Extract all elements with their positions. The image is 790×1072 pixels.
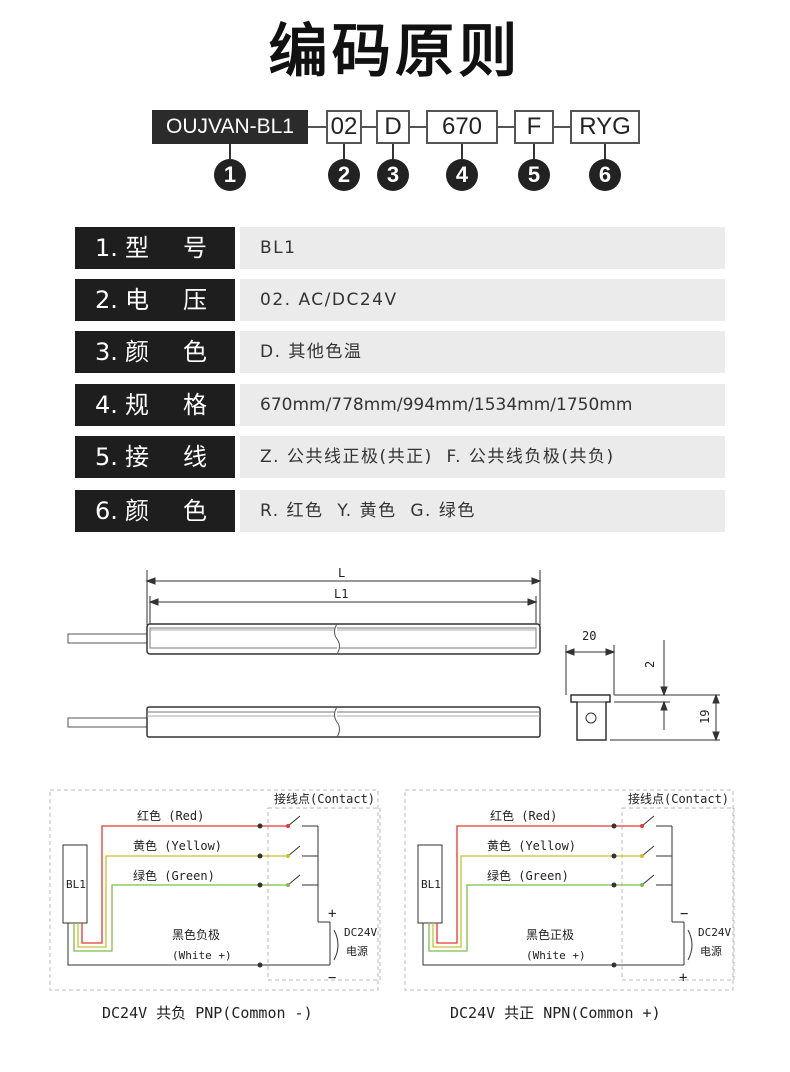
- code-part-color-temp: D: [376, 110, 410, 144]
- npn-caption: DC24V 共正 NPN(Common +): [450, 1004, 661, 1022]
- code-part-model: OUJVAN-BL1: [152, 110, 308, 144]
- code-number-6: 6: [589, 159, 621, 191]
- code-number-4: 4: [446, 159, 478, 191]
- pnp-contact-label: 接线点(Contact): [274, 791, 375, 806]
- pnp-minus-sign: −: [328, 970, 336, 986]
- npn-device-label: BL1: [421, 878, 441, 891]
- spec-row-colors: 6. 颜 色 R. 红色 Y. 黄色 G. 绿色: [75, 490, 725, 532]
- pnp-wiring-diagram: [49, 789, 381, 991]
- pnp-caption: DC24V 共负 PNP(Common -): [102, 1004, 313, 1022]
- spec-char: 压: [183, 286, 207, 314]
- spec-label: 1. 型 号: [75, 227, 235, 269]
- spec-value: 02. AC/DC24V: [240, 279, 725, 321]
- code-number-1: 1: [214, 159, 246, 191]
- dimension-gap-label: 2: [643, 661, 657, 668]
- code-dash: [410, 126, 426, 128]
- pnp-black-label: 黑色负极: [172, 928, 220, 942]
- spec-char: 颜: [125, 497, 149, 525]
- code-part-colors: RYG: [570, 110, 640, 144]
- spec-number: 2.: [95, 286, 118, 314]
- code-dash: [498, 126, 514, 128]
- spec-row-size: 4. 规 格 670mm/778mm/994mm/1534mm/1750mm: [75, 384, 725, 426]
- spec-label: 6. 颜 色: [75, 490, 235, 532]
- code-number-2: 2: [328, 159, 360, 191]
- spec-label: 5. 接 线: [75, 436, 235, 478]
- spec-label: 2. 电 压: [75, 279, 235, 321]
- pnp-green-label: 绿色 (Green): [133, 868, 215, 883]
- pnp-yellow-label: 黄色 (Yellow): [133, 839, 222, 853]
- spec-char: 颜: [125, 338, 149, 366]
- dimension-width-label: 20: [582, 629, 596, 643]
- dimension-height-label: 19: [698, 710, 712, 724]
- code-part-length: 670: [426, 110, 498, 144]
- spec-char: 色: [183, 497, 207, 525]
- npn-contact-label: 接线点(Contact): [628, 791, 729, 806]
- cross-section: [564, 640, 720, 742]
- dimension-l1: [148, 596, 538, 624]
- npn-white-label: (White +): [526, 949, 586, 962]
- spec-number: 3.: [95, 338, 118, 366]
- pnp-red-label: 红色 (Red): [137, 808, 204, 823]
- spec-label: 3. 颜 色: [75, 331, 235, 373]
- npn-green-label: 绿色 (Green): [487, 868, 569, 883]
- dimension-l: [145, 570, 542, 625]
- npn-power-voltage: DC24V: [698, 926, 731, 939]
- light-bar-top-view: [67, 623, 541, 655]
- page-title: 编码原则: [268, 17, 522, 85]
- spec-value: BL1: [240, 227, 725, 269]
- spec-value: Z. 公共线正极(共正) F. 公共线负极(共负): [240, 436, 725, 478]
- spec-number: 6.: [95, 497, 118, 525]
- code-connector: [343, 144, 345, 159]
- spec-value: D. 其他色温: [240, 331, 725, 373]
- pnp-power-voltage: DC24V: [344, 926, 377, 939]
- code-number-5: 5: [518, 159, 550, 191]
- spec-char: 线: [183, 443, 207, 471]
- npn-yellow-label: 黄色 (Yellow): [487, 839, 576, 853]
- spec-number: 4.: [95, 391, 118, 419]
- spec-row-voltage: 2. 电 压 02. AC/DC24V: [75, 279, 725, 321]
- spec-row-model: 1. 型 号 BL1: [75, 227, 725, 269]
- spec-row-wiring: 5. 接 线 Z. 公共线正极(共正) F. 公共线负极(共负): [75, 436, 725, 478]
- code-connector: [392, 144, 394, 159]
- pnp-power-label: 电源: [346, 944, 368, 958]
- dimension-l-label: L: [338, 566, 345, 580]
- npn-power-label: 电源: [700, 944, 722, 958]
- code-part-wiring: F: [514, 110, 554, 144]
- spec-char: 型: [125, 234, 149, 262]
- dimension-l1-label: L1: [334, 587, 348, 601]
- spec-number: 1.: [95, 234, 118, 262]
- spec-row-color-temp: 3. 颜 色 D. 其他色温: [75, 331, 725, 373]
- pnp-device-label: BL1: [66, 878, 86, 891]
- spec-char: 格: [183, 391, 207, 419]
- spec-label: 4. 规 格: [75, 384, 235, 426]
- spec-value: 670mm/778mm/994mm/1534mm/1750mm: [240, 384, 725, 426]
- spec-char: 规: [125, 391, 149, 419]
- code-connector: [229, 144, 231, 159]
- npn-wiring-diagram: [404, 789, 735, 991]
- npn-red-label: 红色 (Red): [490, 808, 557, 823]
- spec-char: 号: [183, 234, 207, 262]
- spec-number: 5.: [95, 443, 118, 471]
- npn-minus-sign: −: [680, 906, 688, 922]
- spec-value: R. 红色 Y. 黄色 G. 绿色: [240, 490, 725, 532]
- code-number-3: 3: [377, 159, 409, 191]
- code-part-voltage: 02: [326, 110, 362, 144]
- spec-char: 接: [125, 443, 149, 471]
- spec-char: 色: [183, 338, 207, 366]
- light-bar-side-view: [67, 706, 541, 738]
- npn-black-label: 黑色正极: [526, 928, 574, 942]
- code-dash: [308, 126, 326, 128]
- code-connector: [604, 144, 606, 159]
- code-dash: [554, 126, 570, 128]
- pnp-plus-sign: +: [328, 906, 336, 922]
- spec-char: 电: [125, 286, 149, 314]
- code-connector: [533, 144, 535, 159]
- code-dash: [362, 126, 376, 128]
- pnp-white-label: (White +): [172, 949, 232, 962]
- code-connector: [461, 144, 463, 159]
- npn-plus-sign: +: [679, 970, 687, 986]
